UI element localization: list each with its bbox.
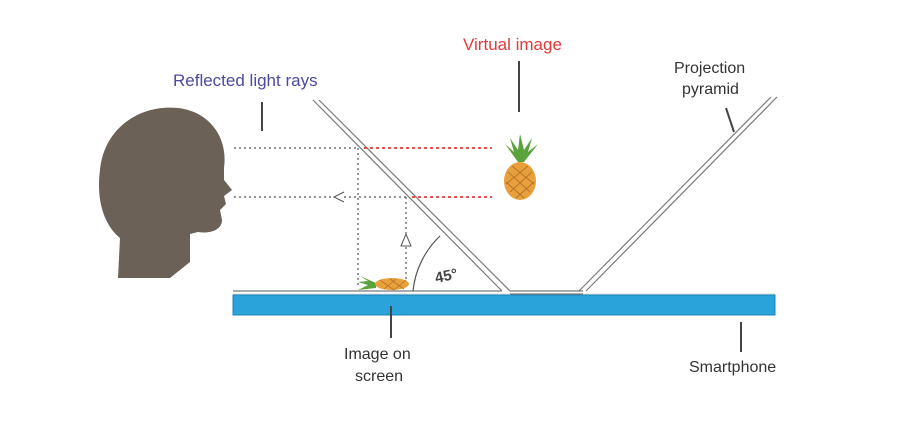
- virtual-image-lines: [364, 147, 492, 198]
- virtual-image-label: Virtual image: [463, 35, 562, 54]
- head-silhouette-icon: [98, 107, 232, 278]
- pyramid-right-face: [578, 96, 778, 292]
- projection-pyramid-label-line2: pyramid: [682, 81, 739, 98]
- reflected-rays-label: Reflected light rays: [173, 71, 318, 90]
- pineapple-icon: [504, 134, 538, 200]
- smartphone-screen: [232, 294, 776, 316]
- pineapple-lying-icon: [358, 276, 409, 291]
- ray-arrowhead-up: [400, 232, 412, 247]
- ray-arrowhead-left: [332, 191, 345, 203]
- angle-arc: [412, 235, 441, 292]
- smartphone-label: Smartphone: [689, 359, 776, 376]
- pyramid-base: [233, 290, 583, 295]
- projection-pyramid-label-line1: Projection: [674, 60, 745, 77]
- angle-label: 45°: [433, 266, 459, 287]
- pyramid-left-face: [312, 99, 511, 292]
- reflected-rays: [234, 147, 407, 287]
- projection-pyramid-pointer: [725, 107, 735, 133]
- image-on-screen-label-line2: screen: [355, 368, 403, 385]
- image-on-screen-label-line1: Image on: [344, 346, 411, 363]
